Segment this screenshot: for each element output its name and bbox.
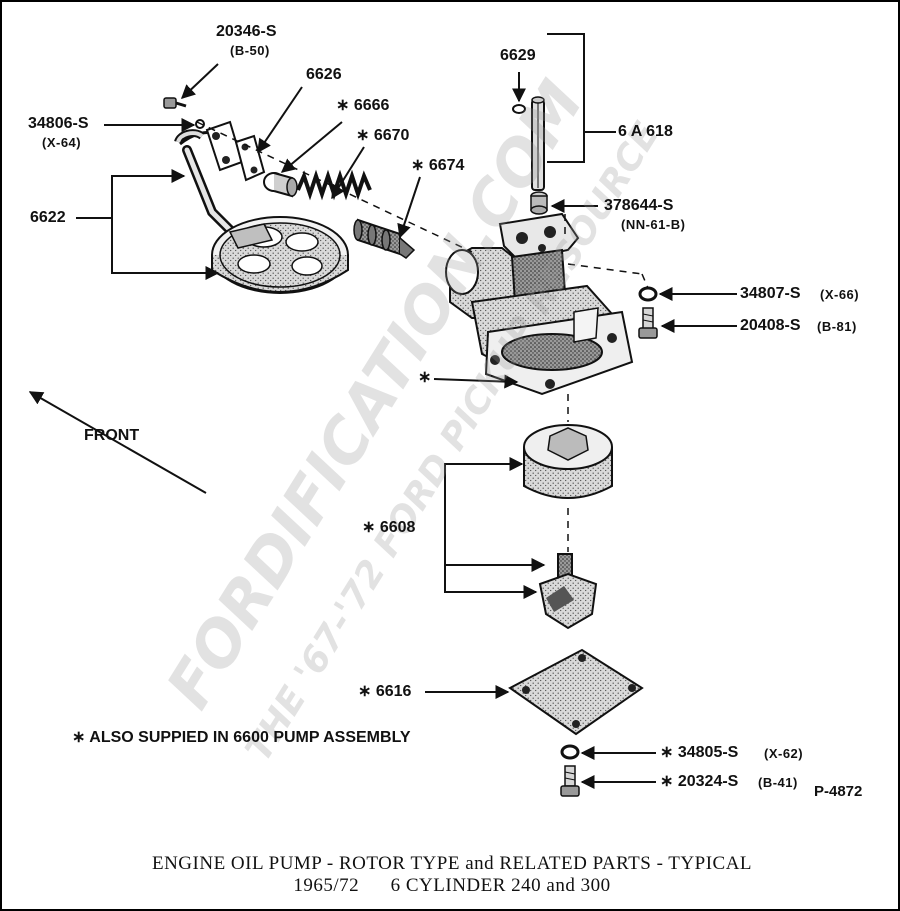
label-6a618: 6 A 618 — [618, 123, 673, 140]
label-20408: 20408-S — [740, 317, 801, 334]
caption-line-2: 1965/72 6 CYLINDER 240 and 300 — [293, 875, 611, 896]
label-34806: 34806-S — [28, 115, 89, 132]
assembly-lines — [196, 121, 649, 552]
label-34806-sub: (X-64) — [42, 135, 82, 150]
cover-plate — [508, 648, 644, 736]
label-6629: 6629 — [500, 47, 536, 64]
caption-line-1: ENGINE OIL PUMP - ROTOR TYPE and RELATED… — [151, 853, 753, 874]
pickup-tube-screen — [174, 129, 349, 294]
label-housing-star: ∗ — [418, 369, 432, 386]
label-34805-sub: (X-62) — [764, 746, 804, 761]
label-20408-sub: (B-81) — [817, 319, 857, 334]
label-20324-sub: (B-41) — [758, 775, 798, 790]
flange-gasket — [205, 120, 266, 182]
leader-lines — [76, 33, 737, 789]
label-6626: 6626 — [306, 66, 342, 83]
bolt-20408 — [638, 286, 658, 339]
bolt-20324 — [560, 744, 580, 797]
label-6674: ∗ 6674 — [411, 157, 465, 174]
inner-rotor-shaft — [538, 553, 598, 630]
label-378644-sub: (NN-61-B) — [621, 217, 686, 232]
label-34805: ∗ 34805-S — [660, 744, 739, 761]
label-6616: ∗ 6616 — [358, 683, 412, 700]
label-20346-sub: (B-50) — [230, 43, 270, 58]
label-6666: ∗ 6666 — [336, 97, 390, 114]
label-20346: 20346-S — [216, 23, 277, 40]
label-20324: ∗ 20324-S — [660, 773, 739, 790]
label-6608: ∗ 6608 — [362, 519, 416, 536]
label-front: FRONT — [84, 427, 140, 444]
outer-rotor — [523, 424, 613, 499]
figure-number: P-4872 — [814, 783, 863, 800]
label-6622: 6622 — [30, 209, 66, 226]
shaft-6a618 — [512, 96, 545, 191]
front-arrow — [28, 391, 207, 494]
label-34807-sub: (X-66) — [820, 287, 860, 302]
pump-body — [445, 212, 634, 396]
relief-valve-spring — [296, 169, 372, 201]
spring-retainer — [353, 218, 416, 259]
footnote: ∗ ALSO SUPPIED IN 6600 PUMP ASSEMBLY — [72, 729, 411, 746]
label-6670: ∗ 6670 — [356, 127, 410, 144]
plug-378644 — [530, 191, 548, 215]
label-34807: 34807-S — [740, 285, 801, 302]
label-378644: 378644-S — [604, 197, 674, 214]
relief-valve-plunger — [263, 172, 298, 198]
bolt-20346 — [163, 97, 205, 129]
